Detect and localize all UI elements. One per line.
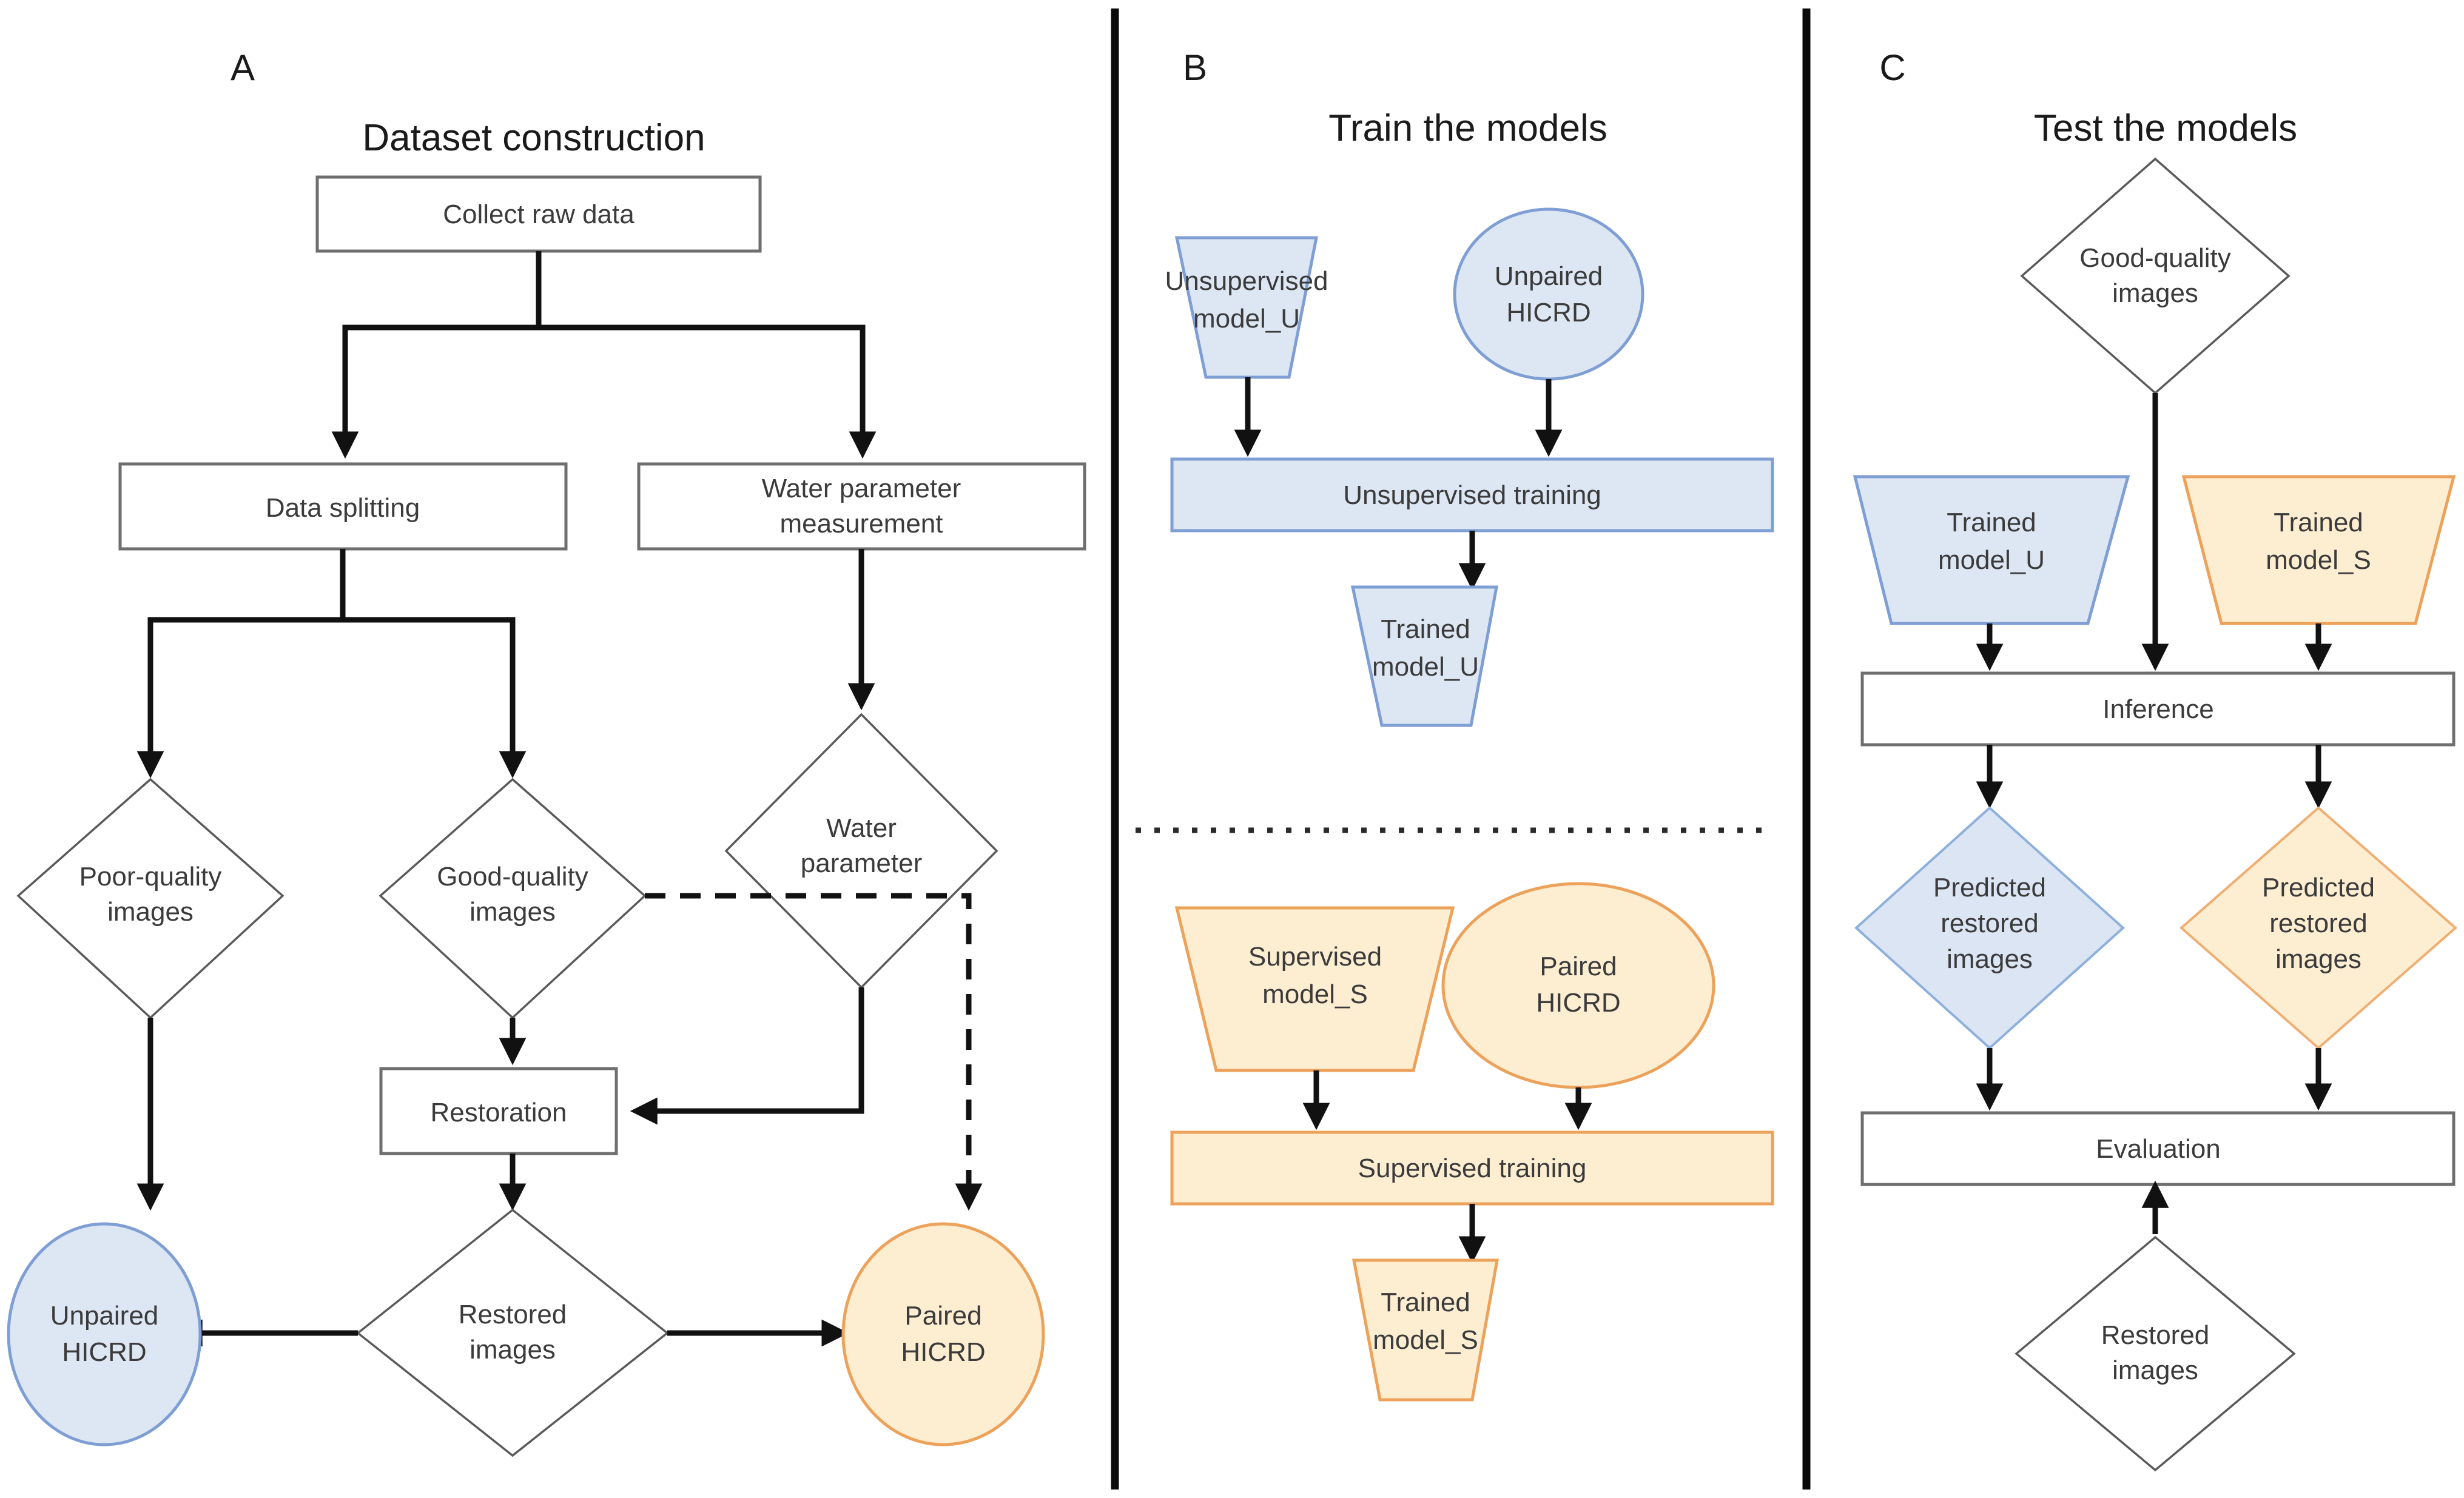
node-paired-hicrd-a xyxy=(841,1222,1045,1446)
node-trained-model-s-c xyxy=(2181,475,2456,625)
node-supervised-training xyxy=(1170,1130,1774,1206)
node-trained-model-s-b-label-2: model_S xyxy=(1373,1325,1478,1355)
node-trained-model-s-c-label-2: model_S xyxy=(2266,545,2371,575)
node-evaluation-label: Evaluation xyxy=(2096,1134,2220,1164)
node-water-parameter-label-2: parameter xyxy=(801,848,923,878)
node-restored-images-c xyxy=(2015,1235,2296,1472)
node-water-parameter-measurement xyxy=(637,462,1086,551)
node-restored-images-c-label-2: images xyxy=(2112,1355,2198,1385)
node-good-quality-c-label-1: Good-quality xyxy=(2079,243,2230,273)
node-unpaired-hicrd-b-label-2: HICRD xyxy=(1506,298,1590,327)
node-trained-model-u-b xyxy=(1350,585,1499,727)
edge-collect-to-water-measure xyxy=(539,324,877,459)
node-unsupervised-model-u xyxy=(1174,236,1319,379)
edge-waterparam-to-restoration xyxy=(630,987,864,1125)
node-restored-images-label-1: Restored xyxy=(459,1300,567,1329)
node-data-splitting xyxy=(118,462,568,551)
node-paired-hicrd-b-label-2: HICRD xyxy=(1536,988,1620,1018)
node-collect-raw-data xyxy=(315,175,762,253)
edge-split-to-poor xyxy=(136,549,346,779)
edge-collect-to-split xyxy=(331,251,542,459)
node-unpaired-hicrd-a-label-1: Unpaired xyxy=(50,1301,159,1331)
node-predicted-s-label-2: restored xyxy=(2269,909,2367,938)
panel-b-title: Train the models xyxy=(1328,107,1607,149)
node-unpaired-hicrd-b-label-1: Unpaired xyxy=(1495,261,1603,291)
node-restored-images-label-2: images xyxy=(470,1335,556,1365)
node-predicted-u-label-1: Predicted xyxy=(1933,873,2046,902)
node-paired-hicrd-b xyxy=(1441,882,1715,1089)
node-predicted-s-label-3: images xyxy=(2275,944,2361,974)
node-predicted-u-label-2: restored xyxy=(1941,909,2038,938)
node-inference-label: Inference xyxy=(2102,694,2213,724)
node-restored-images-c-label-1: Restored xyxy=(2101,1320,2210,1350)
node-predicted-s-label-1: Predicted xyxy=(2262,873,2375,902)
node-trained-model-u-c xyxy=(1853,475,2130,625)
node-good-quality-c-label-2: images xyxy=(2112,278,2198,308)
node-poor-quality-label-2: images xyxy=(107,897,194,927)
node-trained-model-u-b-label-1: Trained xyxy=(1381,614,1470,644)
node-unsupervised-model-u-label-1: Unsupervised xyxy=(1165,266,1328,296)
node-trained-model-s-b xyxy=(1351,1258,1499,1402)
node-unsupervised-model-u-label-2: model_U xyxy=(1193,304,1300,334)
node-restored-images xyxy=(356,1208,669,1457)
node-unpaired-hicrd-a xyxy=(7,1222,202,1446)
node-good-quality-images-c xyxy=(2020,157,2291,395)
panel-a-letter: A xyxy=(231,47,255,88)
node-paired-hicrd-b-label-1: Paired xyxy=(1540,952,1617,981)
edge-goodquality-to-paired-dashed xyxy=(645,893,983,1211)
panel-a-title: Dataset construction xyxy=(362,117,705,159)
panel-c-letter: C xyxy=(1879,47,1905,88)
panel-c-title: Test the models xyxy=(2034,107,2297,149)
node-restoration-label: Restoration xyxy=(430,1098,567,1127)
node-unpaired-hicrd-b xyxy=(1453,207,1644,381)
node-unsupervised-training-label: Unsupervised training xyxy=(1343,480,1601,510)
node-paired-hicrd-a-label-1: Paired xyxy=(904,1301,981,1331)
node-restoration xyxy=(379,1067,618,1155)
node-poor-quality-label-1: Poor-quality xyxy=(79,862,222,892)
node-predicted-u-label-3: images xyxy=(1947,944,2033,974)
node-trained-model-s-c-label-1: Trained xyxy=(2274,508,2363,537)
node-collect-raw-data-label: Collect raw data xyxy=(443,200,635,229)
node-unpaired-hicrd-a-label-2: HICRD xyxy=(62,1337,146,1367)
node-evaluation xyxy=(1860,1111,2456,1186)
node-water-parameter-measurement-label-1: Water parameter xyxy=(762,474,961,503)
node-supervised-model-s xyxy=(1174,906,1455,1072)
node-data-splitting-label: Data splitting xyxy=(266,493,420,523)
node-supervised-model-s-label-1: Supervised xyxy=(1248,942,1382,972)
node-good-quality-label-1: Good-quality xyxy=(437,862,588,892)
node-supervised-training-label: Supervised training xyxy=(1358,1154,1587,1183)
node-water-parameter-measurement-label-2: measurement xyxy=(779,509,943,539)
node-inference xyxy=(1860,671,2456,747)
panel-b-letter: B xyxy=(1183,47,1207,88)
node-trained-model-u-c-label-2: model_U xyxy=(1938,545,2045,575)
node-supervised-model-s-label-2: model_S xyxy=(1262,979,1368,1009)
node-paired-hicrd-a-label-2: HICRD xyxy=(901,1337,985,1367)
node-trained-model-u-c-label-1: Trained xyxy=(1947,508,2036,537)
node-trained-model-u-b-label-2: model_U xyxy=(1372,652,1479,682)
edge-split-to-good xyxy=(343,617,527,779)
node-trained-model-s-b-label-1: Trained xyxy=(1381,1288,1470,1317)
node-good-quality-label-2: images xyxy=(470,897,556,927)
node-water-parameter-label-1: Water xyxy=(826,813,897,843)
